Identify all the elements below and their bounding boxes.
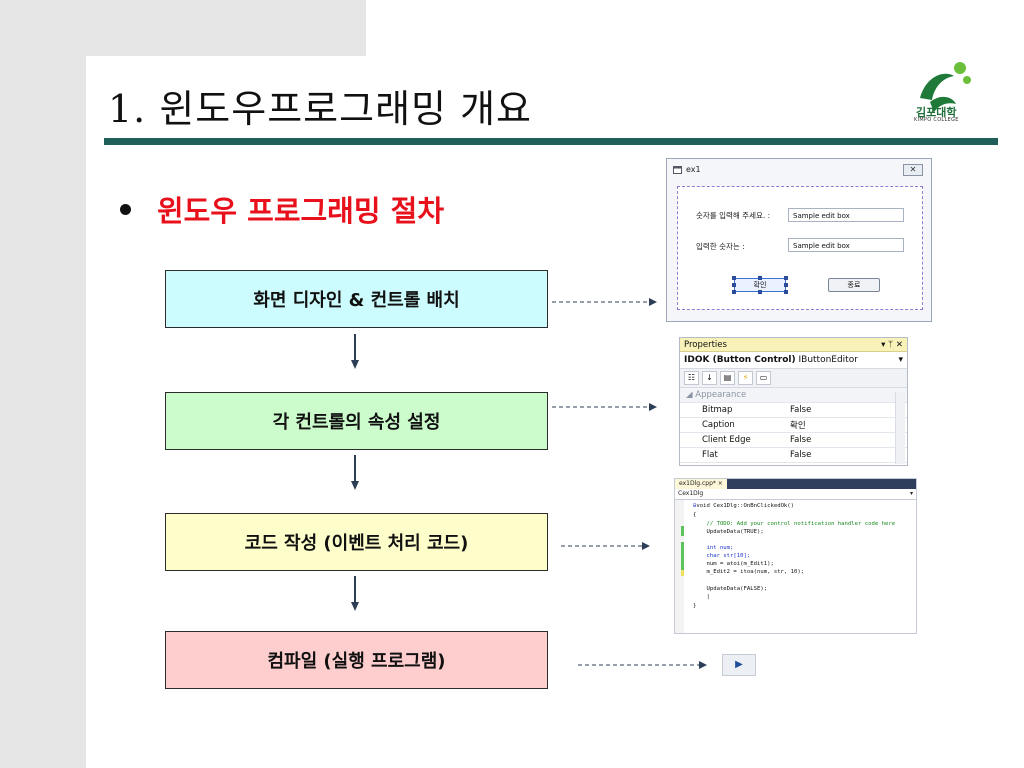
code-line: m_Edit2 = itoa(num, str, 10); xyxy=(693,569,805,575)
selected-control: IDOK (Button Control) xyxy=(684,355,796,365)
close-icon[interactable]: ✕ xyxy=(903,164,923,176)
code-line: ⊟void Cex1Dlg::OnBnClickedOk() xyxy=(693,503,795,509)
resize-handle[interactable] xyxy=(784,283,788,287)
properties-toolbar: ☷ ↓ ▤ ⚡ ▭ xyxy=(680,369,907,388)
input-label: 숫자를 입력해 주세요. : xyxy=(696,211,771,220)
properties-icon[interactable]: ▤ xyxy=(720,371,735,385)
result-label: 입력한 숫자는 : xyxy=(696,242,745,251)
dialog-canvas: 숫자를 입력해 주세요. : Sample edit box 입력한 숫자는 :… xyxy=(677,186,923,310)
play-icon[interactable]: ▶ xyxy=(722,654,756,676)
code-body[interactable]: ⊟void Cex1Dlg::OnBnClickedOk() { // TODO… xyxy=(675,500,916,633)
background-gray-top xyxy=(0,0,366,56)
dashed-arrow-icon xyxy=(578,661,707,669)
properties-title: Properties xyxy=(684,339,727,350)
down-arrow-icon xyxy=(351,334,359,369)
scrollbar[interactable] xyxy=(895,392,905,464)
code-line: int num; xyxy=(693,545,734,551)
resize-handle[interactable] xyxy=(732,276,736,280)
editor-tab[interactable]: ex1Dlg.cpp* × xyxy=(675,479,727,489)
code-line: { xyxy=(693,512,697,518)
editor-gutter xyxy=(675,500,684,633)
class-selector[interactable]: Cex1Dlg ▾ xyxy=(675,489,916,500)
dashed-arrow-icon xyxy=(552,298,657,306)
slide-title: 1. 윈도우프로그래밍 개요 xyxy=(108,87,533,131)
properties-object-selector[interactable]: IDOK (Button Control) IButtonEditor ▾ xyxy=(680,352,907,369)
resize-handle[interactable] xyxy=(758,276,762,280)
bullet-heading: 윈도우 프로그래밍 절차 xyxy=(120,188,444,230)
edit-box-2[interactable]: Sample edit box xyxy=(788,238,904,252)
dialog-preview: ex1 ✕ 숫자를 입력해 주세요. : Sample edit box 입력한… xyxy=(666,158,932,322)
code-line: // TODO: Add your control notification h… xyxy=(693,521,896,527)
down-arrow-icon xyxy=(351,576,359,611)
class-name: Cex1Dlg xyxy=(678,490,704,497)
edit-box-1[interactable]: Sample edit box xyxy=(788,208,904,222)
resize-handle[interactable] xyxy=(732,283,736,287)
chevron-down-icon[interactable]: ▾ xyxy=(909,490,913,497)
change-marker xyxy=(681,526,684,536)
events-icon[interactable]: ⚡ xyxy=(738,371,753,385)
step-compile: 컴파일 (실행 프로그램) xyxy=(165,631,548,689)
resize-handle[interactable] xyxy=(732,290,736,294)
code-line: UpdateData(FALSE); xyxy=(693,586,768,592)
editor-name: IButtonEditor xyxy=(798,355,858,365)
down-arrow-icon xyxy=(351,455,359,490)
properties-header: Properties ▾ ᛘ ✕ xyxy=(680,338,907,352)
change-marker xyxy=(681,570,684,576)
logo-name: 김포대학 xyxy=(916,106,957,119)
cancel-button[interactable]: 종료 xyxy=(828,278,880,292)
bullet-text: 윈도우 프로그래밍 절차 xyxy=(157,194,444,228)
title-rule xyxy=(104,138,998,145)
sort-alpha-icon[interactable]: ↓ xyxy=(702,371,717,385)
resize-handle[interactable] xyxy=(784,276,788,280)
code-line: char str[10]; xyxy=(693,553,751,559)
window-icon xyxy=(673,165,682,174)
logo-sub: KIMPO COLLEGE xyxy=(914,117,959,123)
code-line: | xyxy=(693,594,710,600)
change-marker xyxy=(681,542,684,570)
properties-panel: Properties ▾ ᛘ ✕ IDOK (Button Control) I… xyxy=(679,337,908,466)
code-line: } xyxy=(693,603,697,609)
chevron-down-icon[interactable]: ▾ xyxy=(898,355,903,365)
code-editor: ex1Dlg.cpp* × Cex1Dlg ▾ ⊟void Cex1Dlg::O… xyxy=(674,478,917,634)
dialog-title: ex1 xyxy=(686,165,701,174)
dashed-arrow-icon xyxy=(552,403,657,411)
dashed-arrow-icon xyxy=(561,542,650,550)
step-control-properties: 각 컨트롤의 속성 설정 xyxy=(165,392,548,450)
leaf-logo-icon xyxy=(920,62,971,112)
category-row[interactable]: ◢ Appearance xyxy=(680,388,907,403)
step-screen-design: 화면 디자인 & 컨트롤 배치 xyxy=(165,270,548,328)
categorized-icon[interactable]: ☷ xyxy=(684,371,699,385)
bullet-icon xyxy=(120,203,131,215)
step-write-code: 코드 작성 (이벤트 처리 코드) xyxy=(165,513,548,571)
editor-tabbar: ex1Dlg.cpp* × xyxy=(675,479,916,489)
code-line: num = atoi(m_Edit1); xyxy=(693,561,774,567)
background-gray-left xyxy=(0,56,86,768)
resize-handle[interactable] xyxy=(784,290,788,294)
code-line: UpdateData(TRUE); xyxy=(693,529,764,535)
resize-handle[interactable] xyxy=(758,290,762,294)
dialog-titlebar: ex1 xyxy=(673,165,701,174)
panel-controls-icon[interactable]: ▾ ᛘ ✕ xyxy=(881,339,903,350)
property-pages-icon[interactable]: ▭ xyxy=(756,371,771,385)
